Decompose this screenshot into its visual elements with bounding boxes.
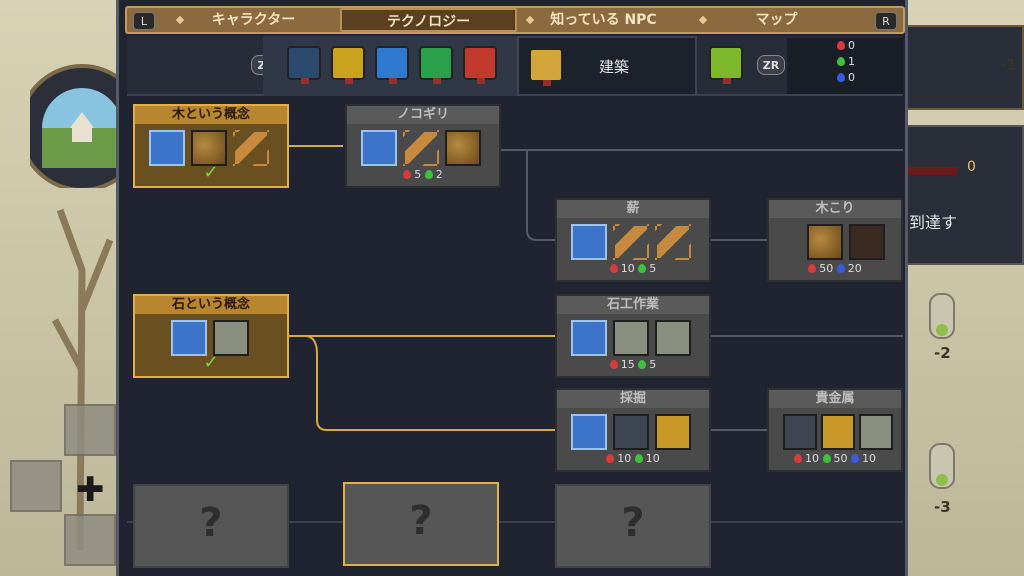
tech-node-masonry[interactable]: 石工作業 15 5 xyxy=(555,294,711,378)
tech-cost: 10 50 10 xyxy=(769,452,901,465)
tree-background xyxy=(51,208,114,550)
stone-icon xyxy=(613,320,649,356)
tech-node-title: 薪 xyxy=(557,200,709,218)
category-leaf-button[interactable] xyxy=(419,46,453,84)
tab-character[interactable]: キャラクター xyxy=(167,8,340,32)
tech-cost: 10 5 xyxy=(557,262,709,275)
tab-technology[interactable]: テクノロジー xyxy=(340,8,517,32)
checkmark-icon: ✓ xyxy=(203,162,219,183)
iron-ore-icon xyxy=(613,414,649,450)
log-icon xyxy=(191,130,227,166)
tech-node-firewood[interactable]: 薪 10 5 xyxy=(555,198,711,282)
tech-node-mining[interactable]: 採掘 10 10 xyxy=(555,388,711,472)
log-icon xyxy=(445,130,481,166)
tech-node-title: 採掘 xyxy=(557,390,709,408)
tab-map[interactable]: マップ xyxy=(690,8,863,32)
tech-node-title: ノコギリ xyxy=(347,106,499,124)
tech-node-saw[interactable]: ノコギリ 5 2 xyxy=(345,104,501,188)
category-bar: ZL 建築 ZR 0 1 0 xyxy=(127,36,903,96)
log-icon xyxy=(807,224,843,260)
tech-node-title: 木こり xyxy=(769,200,901,218)
grave-label-1: -1 xyxy=(1000,56,1017,74)
tech-node-title: 石工作業 xyxy=(557,296,709,314)
grave-icon xyxy=(929,443,955,489)
blueprint-icon xyxy=(361,130,397,166)
checkmark-icon: ✓ xyxy=(203,352,219,373)
tab-technology-label: テクノロジー xyxy=(386,14,471,30)
r-button[interactable]: R xyxy=(875,12,897,30)
tab-known-npc-label: 知っている NPC xyxy=(550,12,657,28)
tech-tree: 木という概念 ✓ ノコギリ 5 2 薪 10 5 木こり 50 20 石という概 xyxy=(127,98,903,576)
grave-label-3: -3 xyxy=(934,498,951,516)
tab-character-label: キャラクター xyxy=(211,12,296,28)
silver-ore-icon xyxy=(859,414,893,450)
locked-tech-slot-selected[interactable]: ? xyxy=(343,482,499,566)
resource-counter: 0 1 0 xyxy=(787,38,903,94)
l-button[interactable]: L xyxy=(133,12,155,30)
tech-node-stone-concept[interactable]: 石という概念 ✓ xyxy=(133,294,289,378)
plank-icon xyxy=(655,224,691,260)
tech-cost: 15 5 xyxy=(557,358,709,371)
plank-icon xyxy=(613,224,649,260)
right-panel-value: 0 xyxy=(967,159,976,175)
resource-green: 1 xyxy=(787,54,903,70)
dpad-down xyxy=(64,514,116,566)
category-active: 建築 xyxy=(517,36,697,96)
stone-icon xyxy=(213,320,249,356)
tech-cost: 10 10 xyxy=(557,452,709,465)
category-feather-button[interactable] xyxy=(375,46,409,84)
question-mark-icon: ? xyxy=(621,500,645,546)
woodcutter-icon xyxy=(849,224,885,260)
category-sun-button[interactable] xyxy=(331,46,365,84)
day-clock xyxy=(18,28,146,192)
tech-node-title: 木という概念 xyxy=(135,106,287,124)
tab-bar: L キャラクター テクノロジー 知っている NPC マップ R xyxy=(125,6,905,34)
dpad-plus-icon: ✚ xyxy=(76,470,105,510)
category-build-button[interactable] xyxy=(529,48,563,86)
zr-button[interactable]: ZR xyxy=(757,55,785,75)
gold-nugget-icon xyxy=(821,414,855,450)
iron-ore-icon xyxy=(783,414,817,450)
copper-ore-icon xyxy=(655,414,691,450)
tech-node-title: 貴金属 xyxy=(769,390,901,408)
tech-node-title: 石という概念 xyxy=(135,296,287,314)
right-panel-text: 到達す xyxy=(909,213,958,232)
tech-cost: 5 2 xyxy=(347,168,499,181)
tech-node-wood-concept[interactable]: 木という概念 ✓ xyxy=(133,104,289,188)
tech-node-metalwork[interactable]: 貴金属 10 50 10 xyxy=(767,388,903,472)
blueprint-icon xyxy=(149,130,185,166)
plank-icon xyxy=(403,130,439,166)
right-info-panel: 0 到達す xyxy=(905,125,1024,265)
blueprint-icon xyxy=(571,414,607,450)
tech-node-woodcut[interactable]: 木こり 50 20 xyxy=(767,198,903,282)
locked-tech-slot[interactable]: ? xyxy=(555,484,711,568)
grave-label-2: -2 xyxy=(934,344,951,362)
tech-cost: 50 20 xyxy=(769,262,901,275)
dpad-up xyxy=(64,404,116,456)
tab-map-label: マップ xyxy=(755,12,798,28)
stone-bench-icon xyxy=(655,320,691,356)
category-red-button[interactable] xyxy=(463,46,497,84)
blueprint-icon xyxy=(571,320,607,356)
resource-blue: 0 xyxy=(787,70,903,86)
tab-known-npc[interactable]: 知っている NPC xyxy=(517,8,690,32)
grave-icon xyxy=(929,293,955,339)
blueprint-icon xyxy=(571,224,607,260)
question-mark-icon: ? xyxy=(199,500,223,546)
locked-tech-slot[interactable]: ? xyxy=(133,484,289,568)
dpad-left xyxy=(10,460,62,512)
resource-red: 0 xyxy=(787,38,903,54)
plank-icon xyxy=(233,130,269,166)
right-info-top xyxy=(905,25,1024,110)
technology-window: L キャラクター テクノロジー 知っている NPC マップ R ZL 建築 ZR xyxy=(116,0,908,576)
category-tools-button[interactable] xyxy=(709,46,743,84)
blueprint-icon xyxy=(171,320,207,356)
question-mark-icon: ? xyxy=(409,498,433,544)
category-active-label: 建築 xyxy=(599,58,630,76)
category-skull-button[interactable] xyxy=(287,46,321,84)
